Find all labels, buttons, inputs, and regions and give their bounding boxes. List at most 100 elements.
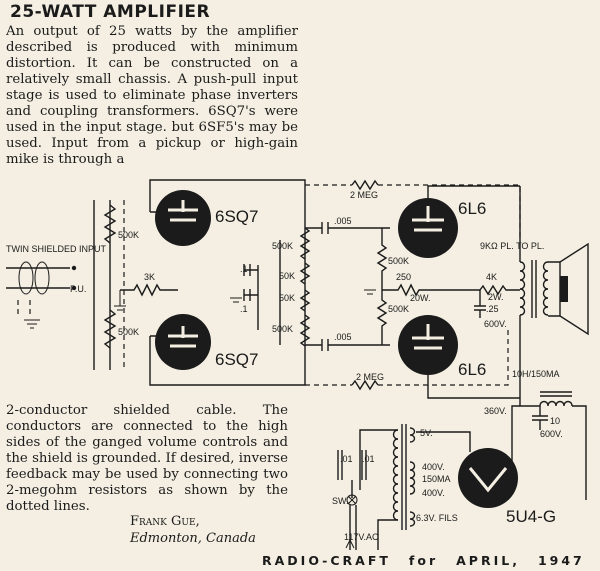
bus (257, 240, 281, 345)
rgridbottom-label: 500K (388, 304, 409, 314)
input-tubes: 6SQ7 6SQ7 (149, 179, 306, 386)
winding-5v (409, 427, 416, 443)
tube-label: 6L6 (458, 360, 486, 379)
winding-fils (409, 511, 416, 527)
choke-core (540, 391, 572, 397)
vol-top-label: 500K (118, 230, 139, 240)
feedback-line (378, 184, 521, 240)
input-label: TWIN SHIELDED INPUT (6, 244, 107, 254)
supply-lead (572, 405, 587, 500)
r3k-label: 3K (144, 272, 155, 282)
rgridtop-label: 500K (388, 256, 409, 266)
c1a-label: .1 (240, 264, 248, 274)
volume-control-bottom (103, 309, 117, 349)
output-stage: 9KΩ PL. TO PL. 4K 2W. .25 600V. (440, 186, 589, 398)
r50ka-label: 50K (279, 271, 295, 281)
output-tubes: 6L6 6L6 (398, 185, 520, 399)
feedback-network: 2 MEG 2 MEG (305, 179, 521, 391)
fbtop-label: 2 MEG (350, 190, 378, 200)
resistor-500k-b (299, 314, 311, 347)
choke-label: 10H/150MA (512, 369, 560, 379)
r4k-watt: 2W. (488, 292, 504, 302)
fbbottom-label: 2 MEG (356, 372, 384, 382)
transformer-secondary (542, 261, 549, 316)
power-transformer-primary (392, 429, 399, 521)
fils-label: 6.3V. FILS (416, 513, 458, 523)
transformer-label: 9KΩ PL. TO PL. (480, 241, 544, 251)
filament-lead (416, 431, 471, 452)
r250-label: 250 (396, 272, 411, 282)
tube-label: 6SQ7 (215, 207, 258, 226)
shield-lead (17, 300, 31, 318)
footer-publication: RADIO-CRAFT (262, 553, 391, 568)
c25-volt: 600V. (484, 319, 507, 329)
pu-label: P.U. (70, 284, 86, 294)
c10-volt: 600V. (540, 429, 563, 439)
ground-symbol (364, 289, 376, 295)
sec400a-label: 400V. (422, 462, 445, 472)
ac-line (349, 505, 357, 550)
resistor-250 (382, 283, 440, 297)
power-transformer-core (401, 424, 407, 530)
cable-shield (18, 261, 34, 295)
ac-label: 117V.AC (344, 532, 379, 542)
resistor-4k (479, 284, 520, 296)
line-lead (359, 429, 398, 490)
footer-month: APRIL, (456, 553, 520, 568)
resistor-grid-bottom (376, 290, 388, 345)
capacitor-01a (337, 450, 343, 480)
feedback-resistor-top (351, 179, 379, 191)
footer-year: 1947 (537, 553, 585, 568)
cable-shield (34, 261, 50, 295)
input-cable (6, 267, 70, 289)
article-title: 25-WATT AMPLIFIER (10, 2, 211, 22)
v360-label: 360V. (484, 406, 507, 416)
plate-wiring (427, 185, 520, 399)
c01b-label: .01 (362, 454, 375, 464)
transformer-core (531, 260, 537, 318)
tube-label: 6L6 (458, 199, 486, 218)
speaker-magnet (560, 276, 568, 302)
tube-6l6-bottom (398, 315, 458, 375)
r4k-label: 4K (486, 272, 497, 282)
r500kb-label: 500K (272, 324, 293, 334)
resistor-500k-a (299, 227, 311, 260)
resistor-50k-a (299, 262, 311, 285)
c005top-label: .005 (334, 216, 352, 226)
r250-watt: 20W. (410, 293, 431, 303)
intro-paragraph: An output of 25 watts by the amplifier d… (6, 24, 298, 167)
winding-hv (409, 461, 416, 495)
tube-label: 5U4-G (506, 507, 556, 526)
tube-6l6-top (398, 198, 458, 258)
r500ka-label: 500K (272, 241, 293, 251)
supply-lead (519, 398, 540, 407)
capacitor-1a (243, 264, 258, 276)
feedback-resistor-bottom (351, 379, 379, 391)
capacitor-005-top (305, 222, 390, 234)
capacitor-25 (474, 290, 486, 318)
resistor-grid-top (376, 228, 388, 290)
capacitor-1b (243, 289, 258, 301)
coupling-network: .1 .1 500K 50K 50K 500K .005 .005 500K 5… (230, 216, 440, 351)
v5-label: 5V. (420, 428, 433, 438)
resistor-3k (120, 283, 178, 297)
switch (346, 494, 358, 506)
line-lead (377, 519, 398, 550)
tube-6sq7-top (155, 190, 211, 246)
capacitor-01b (361, 450, 367, 480)
tube-5u4g (458, 448, 518, 508)
sec400b-label: 400V. (422, 488, 445, 498)
power-supply: 10H/150MA 360V. 10 600V. 5V. 400V. 150MA… (332, 369, 587, 550)
switch-mark (347, 495, 357, 505)
sw-label: SW. (332, 496, 349, 506)
filter-choke (539, 400, 573, 407)
input-terminal (71, 265, 77, 271)
body-paragraph: 2-conductor shielded cable. The conducto… (6, 403, 288, 514)
c25-label: .25 (486, 304, 499, 314)
tube-label: 6SQ7 (215, 350, 258, 369)
input-tube-wiring (149, 179, 306, 386)
ac-arrow (345, 538, 355, 549)
input-terminal (71, 285, 77, 291)
ground-symbol (230, 297, 242, 303)
